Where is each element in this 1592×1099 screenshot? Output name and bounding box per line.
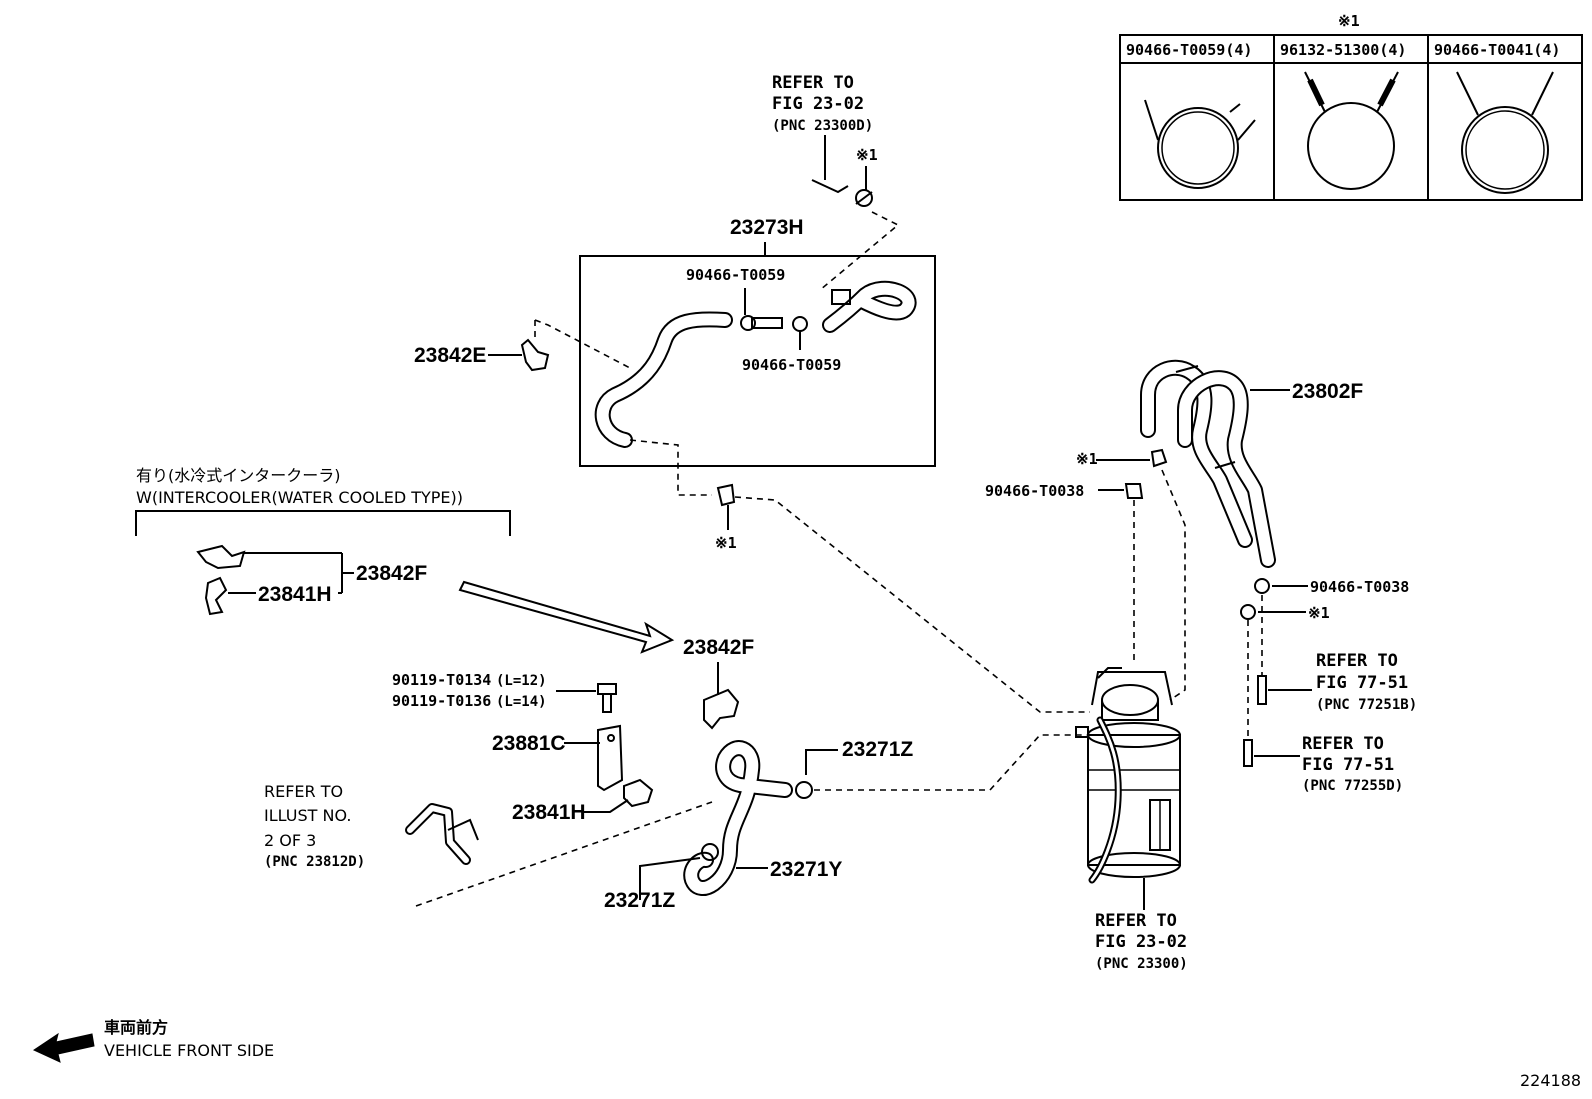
- refer-77255-line3: (PNC 77255D): [1302, 778, 1403, 794]
- label-23271Y: 23271Y: [770, 858, 842, 881]
- table-header-2: 96132-51300(4): [1280, 41, 1406, 59]
- refer-77251-line3: (PNC 77251B): [1316, 697, 1417, 713]
- clamp-icon-96132-51300: [1304, 71, 1399, 190]
- clip-23841H-a: [204, 576, 228, 616]
- table-header-1: 90466-T0059(4): [1126, 41, 1252, 59]
- intercooler-jp: 有り(水冷式インタークーラ): [136, 466, 341, 485]
- refer-illust-line4: (PNC 23812D): [264, 854, 365, 870]
- table-note-mark: ※1: [1338, 12, 1360, 30]
- label-90119-T0134: 90119-T0134: [392, 671, 491, 689]
- hose-23802F: [1140, 359, 1276, 568]
- refer-top-line2: FIG 23-02: [772, 94, 864, 114]
- clip-23841H-b: [623, 778, 654, 808]
- bracket-23881C: [597, 724, 624, 792]
- direction-arrow: [458, 580, 675, 654]
- refer-bottom-line3: (PNC 23300): [1095, 956, 1188, 972]
- refer-bottom-line1: REFER TO: [1095, 911, 1177, 931]
- label-90119-T0136: 90119-T0136: [392, 692, 491, 710]
- note-mark-right: ※1: [1308, 604, 1330, 622]
- label-23802F: 23802F: [1292, 380, 1363, 403]
- refer-illust-line2: ILLUST NO.: [264, 806, 351, 825]
- refer-top-line3: (PNC 23300D): [772, 118, 873, 134]
- clip-top: [855, 189, 873, 207]
- note-mark-mid: ※1: [715, 534, 737, 552]
- label-23842F-a: 23842F: [356, 562, 427, 585]
- clip-90466-T0038-a: [1124, 483, 1144, 499]
- refer-77251-line1: REFER TO: [1316, 651, 1398, 671]
- label-90119-T0134-len: (L=12): [496, 673, 547, 689]
- refer-77255-line1: REFER TO: [1302, 734, 1384, 754]
- front-label-en: VEHICLE FRONT SIDE: [104, 1041, 274, 1060]
- clip-90466-T0038-b: [1254, 578, 1270, 594]
- refer-fig-23-02-top: REFER TO FIG 23-02 (PNC 23300D): [772, 73, 873, 194]
- clamp-icon-90466-T0041: [1456, 71, 1554, 194]
- bracket-23842E: [520, 338, 550, 372]
- intercooler-en: W(INTERCOOLER(WATER COOLED TYPE)): [136, 488, 463, 507]
- pipe-77251B: [1257, 675, 1267, 705]
- note-mark-23802F: ※1: [1076, 450, 1098, 468]
- label-90119-T0136-len: (L=14): [496, 694, 547, 710]
- pipe-77255D: [1243, 739, 1253, 767]
- refer-bottom-line2: FIG 23-02: [1095, 932, 1187, 952]
- label-90466-T0038-b: 90466-T0038: [1310, 578, 1409, 596]
- refer-illust-line1: REFER TO: [264, 782, 343, 801]
- figure-number: 224188: [1520, 1071, 1581, 1090]
- front-label-jp: 車両前方: [104, 1018, 168, 1037]
- label-23881C: 23881C: [492, 732, 566, 755]
- pipe-23812D: [405, 803, 479, 865]
- label-23841H-b: 23841H: [512, 801, 586, 824]
- label-23271Z-b: 23271Z: [604, 889, 675, 912]
- hose-23273H: [594, 280, 917, 448]
- note-mark-top: ※1: [856, 146, 878, 164]
- label-90466-T0038-a: 90466-T0038: [985, 482, 1084, 500]
- refer-top-line1: REFER TO: [772, 73, 854, 93]
- clamp-table: ※1 90466-T0059(4) 96132-51300(4) 90466-T…: [1119, 12, 1583, 201]
- label-23273H: 23273H: [730, 216, 804, 239]
- label-23271Z-a: 23271Z: [842, 738, 913, 761]
- canister-23300: [1075, 667, 1181, 884]
- refer-77251-line2: FIG 77-51: [1316, 673, 1408, 693]
- hose-23271Y: [683, 740, 793, 896]
- front-arrow-icon: [32, 1032, 95, 1063]
- label-23842E: 23842E: [414, 344, 486, 367]
- clip-right-mark: [1240, 604, 1256, 620]
- clip-23802F-upper: [1150, 448, 1168, 468]
- bracket-23842F-b: [703, 688, 740, 730]
- refer-illust-line3: 2 OF 3: [264, 831, 316, 850]
- label-90466-T0059-b: 90466-T0059: [742, 356, 841, 374]
- refer-77255-line2: FIG 77-51: [1302, 755, 1394, 775]
- label-23841H-a: 23841H: [258, 583, 332, 606]
- label-23842F-b: 23842F: [683, 636, 754, 659]
- table-header-3: 90466-T0041(4): [1434, 41, 1560, 59]
- clip-mid: [716, 483, 736, 507]
- clip-23271Z-a: [795, 781, 813, 799]
- bracket-23842F-a: [196, 544, 246, 570]
- clip-23271Z-b: [701, 843, 719, 861]
- box-23273H: [579, 255, 936, 467]
- clamp-icon-90466-T0059: [1144, 99, 1256, 189]
- bolt-icon: [597, 683, 617, 713]
- label-90466-T0059-a: 90466-T0059: [686, 266, 785, 284]
